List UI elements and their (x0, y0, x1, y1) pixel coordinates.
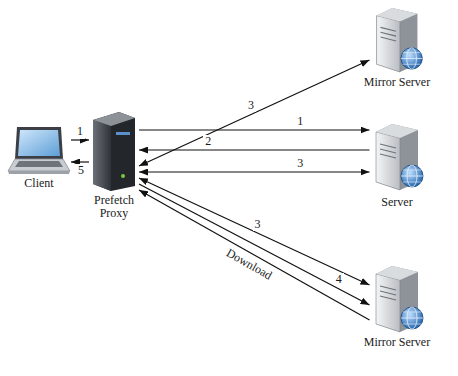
arrow-connector (139, 178, 370, 285)
edge-label: Download (222, 246, 276, 284)
edge-label: 4 (334, 273, 344, 286)
edge-label: 3 (295, 157, 305, 170)
arrow-connector (139, 149, 370, 150)
server-icon (370, 118, 425, 194)
node-label: Prefetch Proxy (86, 194, 142, 220)
node-label: Client (6, 177, 72, 190)
node-label: Server (355, 196, 439, 209)
arrow-connector (139, 171, 370, 172)
arrow-connector (139, 129, 370, 130)
edge-label: 1 (75, 125, 85, 138)
laptop-icon (7, 125, 71, 175)
edge-label: 5 (76, 164, 86, 177)
proxy-box: Prefetch Proxy (86, 110, 142, 220)
mirror-server: Mirror Server (355, 4, 439, 89)
edge-label: 2 (203, 135, 213, 148)
edge-label: 1 (295, 115, 305, 128)
server-icon (370, 4, 425, 74)
arrow-connector (139, 60, 370, 166)
proxy-icon (89, 110, 139, 192)
edge-label: 3 (246, 99, 256, 112)
arrow-connector (139, 190, 370, 320)
server: Server (355, 118, 439, 209)
server-icon (370, 262, 425, 334)
mirror-server: Mirror Server (355, 262, 439, 349)
edge-label: 3 (253, 218, 263, 231)
node-label: Mirror Server (355, 76, 439, 89)
arrow-connector (139, 184, 370, 305)
arrow-connector (71, 161, 89, 162)
client-laptop: Client (6, 125, 72, 190)
node-label: Mirror Server (355, 336, 439, 349)
arrow-connector (71, 139, 89, 140)
